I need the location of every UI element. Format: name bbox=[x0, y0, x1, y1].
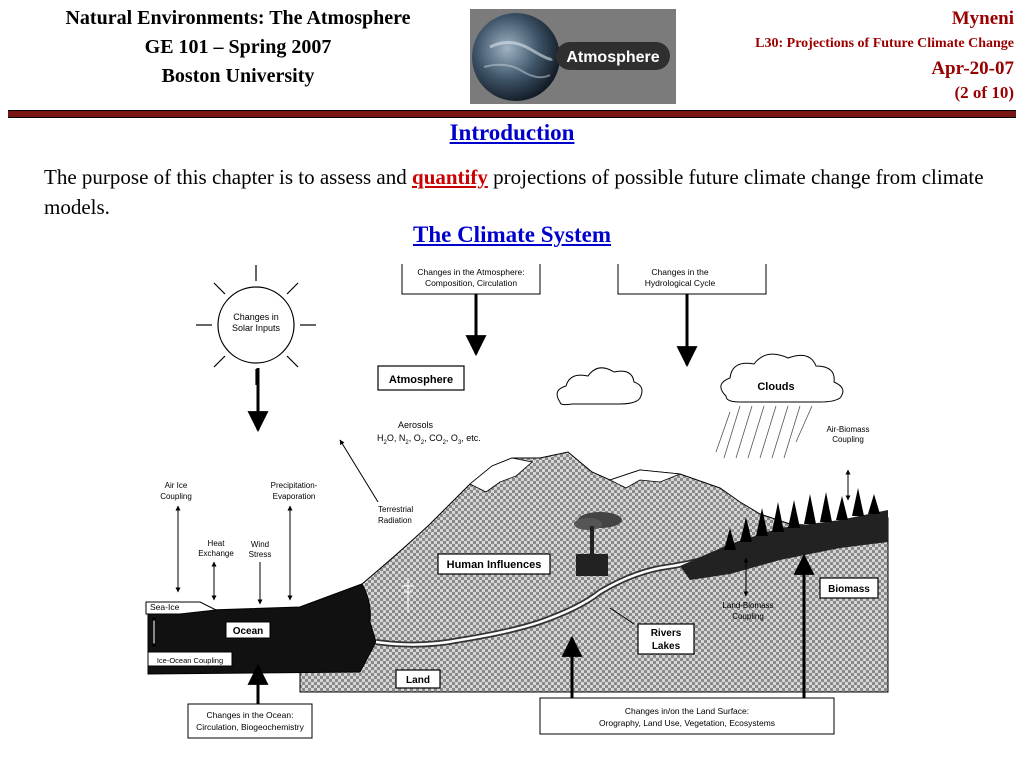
ice-ocean-box bbox=[147, 651, 233, 667]
atmos-change-label-1: Changes in the Atmosphere: bbox=[417, 267, 524, 277]
land-label: Land bbox=[406, 675, 430, 686]
lecture-info: Myneni L30: Projections of Future Climat… bbox=[674, 6, 1014, 104]
course-code: GE 101 – Spring 2007 bbox=[144, 36, 332, 58]
factory-icon bbox=[576, 554, 608, 576]
heat-label-2: Exchange bbox=[198, 549, 234, 558]
atmosphere-box bbox=[377, 365, 465, 391]
intro-paragraph: The purpose of this chapter is to assess… bbox=[44, 162, 994, 222]
hydro-label-2: Hydrological Cycle bbox=[645, 278, 716, 288]
sun-icon: Changes in Solar Inputs bbox=[196, 265, 316, 385]
logo-text: Atmosphere bbox=[566, 49, 659, 66]
intro-text-end: projections of possible future climate c… bbox=[44, 165, 984, 219]
snow-cap-right bbox=[608, 469, 681, 489]
air-biomass-label-1: Air-Biomass bbox=[826, 425, 869, 434]
terrestrial-label-2: Radiation bbox=[378, 516, 412, 525]
introduction-heading: Introduction bbox=[449, 120, 575, 145]
precip-label-1: Precipitation- bbox=[271, 481, 318, 490]
sea-ice-label: Sea-Ice bbox=[150, 602, 180, 612]
air-ice-label-2: Coupling bbox=[160, 492, 192, 501]
human-influences-label: Human Influences bbox=[447, 559, 542, 571]
lecture-title: L30: Projections of Future Climate Chang… bbox=[755, 36, 1014, 51]
gases-label: H2O, N2, O2, CO2, O3, etc. bbox=[377, 433, 481, 446]
intro-text-start: The purpose of this chapter is to assess… bbox=[44, 165, 413, 189]
ocean-box bbox=[225, 621, 271, 639]
atmos-change-label-2: Composition, Circulation bbox=[425, 278, 517, 288]
instructor-name: Myneni bbox=[951, 8, 1014, 29]
course-title: Natural Environments: The Atmosphere bbox=[65, 7, 411, 29]
course-header: Natural Environments: The Atmosphere GE … bbox=[8, 4, 468, 91]
snow-cap-left bbox=[469, 457, 533, 493]
atmosphere-label: Atmosphere bbox=[389, 374, 453, 386]
ocean-change-box bbox=[187, 703, 313, 739]
heat-label-1: Heat bbox=[208, 539, 226, 548]
climate-system-diagram: Changes in Solar Inputs Changes in the A… bbox=[140, 262, 900, 762]
clouds-label: Clouds bbox=[757, 381, 794, 393]
ocean-change-label-2: Circulation, Biogeochemistry bbox=[196, 722, 304, 732]
solar-label-2: Solar Inputs bbox=[232, 323, 281, 333]
land-change-label-2: Orography, Land Use, Vegetation, Ecosyst… bbox=[599, 718, 775, 728]
precip-label-2: Evaporation bbox=[273, 492, 316, 501]
air-ice-label-1: Air Ice bbox=[165, 481, 188, 490]
lakes-label: Lakes bbox=[652, 641, 681, 652]
ocean-change-label-1: Changes in the Ocean: bbox=[207, 710, 294, 720]
page-number: (2 of 10) bbox=[954, 83, 1014, 102]
rivers-lakes-box bbox=[637, 623, 695, 655]
rivers-pointer bbox=[609, 607, 635, 625]
land-box bbox=[395, 669, 441, 689]
pylon-icon bbox=[402, 578, 414, 612]
air-biomass-label-2: Coupling bbox=[832, 435, 864, 444]
hydro-change-box: Changes in the Hydrological Cycle bbox=[617, 264, 767, 295]
forest-band bbox=[680, 510, 888, 580]
ocean-label: Ocean bbox=[233, 626, 264, 637]
university-name: Boston University bbox=[161, 65, 315, 87]
atmosphere-logo: Atmosphere bbox=[470, 9, 676, 104]
rain-lines bbox=[715, 405, 813, 459]
biomass-label: Biomass bbox=[828, 584, 870, 595]
wind-label-2: Stress bbox=[249, 550, 272, 559]
solar-label-1: Changes in bbox=[233, 312, 279, 322]
wind-label-1: Wind bbox=[251, 540, 269, 549]
hydro-label-1: Changes in the bbox=[651, 267, 708, 277]
lecture-date: Apr-20-07 bbox=[931, 58, 1014, 79]
quantify-emphasis: quantify bbox=[412, 165, 488, 189]
human-influences-box bbox=[437, 553, 551, 575]
ice-ocean-label: Ice-Ocean Coupling bbox=[157, 656, 223, 665]
sea-ice bbox=[145, 601, 218, 615]
aerosols-label: Aerosols bbox=[398, 420, 434, 430]
cloud-large-icon bbox=[720, 353, 844, 403]
biomass-box bbox=[819, 577, 879, 599]
rivers-label: Rivers bbox=[651, 628, 682, 639]
trees bbox=[724, 488, 880, 550]
header-divider bbox=[8, 110, 1016, 118]
terrestrial-arrow bbox=[339, 439, 379, 503]
climate-system-heading: The Climate System bbox=[412, 222, 612, 247]
cloud-small-icon bbox=[556, 367, 643, 406]
terrestrial-label-1: Terrestrial bbox=[378, 505, 413, 514]
globe-icon bbox=[472, 13, 560, 101]
land-biomass-label-2: Coupling bbox=[732, 612, 764, 621]
land-biomass-label-1: Land-Biomass bbox=[722, 601, 773, 610]
land-change-label-1: Changes in/on the Land Surface: bbox=[625, 706, 749, 716]
atmosphere-change-box: Changes in the Atmosphere: Composition, … bbox=[401, 264, 541, 295]
land-change-box bbox=[539, 697, 835, 735]
